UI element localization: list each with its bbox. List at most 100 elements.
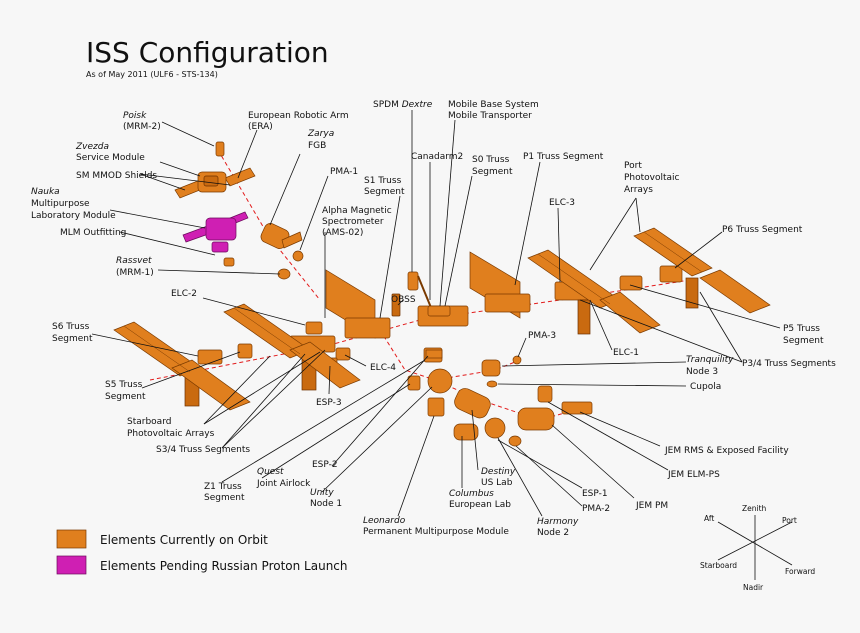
label-pma1: PMA-1	[330, 167, 358, 177]
axis-label-aft: Aft	[704, 514, 714, 523]
jem-pm	[517, 407, 555, 431]
zvezda-service-module	[174, 167, 256, 199]
label-port-2: Photovoltaic	[624, 173, 680, 183]
label-mlm-outfitting: MLM Outfitting	[60, 228, 126, 238]
label-zarya-sub: FGB	[308, 141, 326, 151]
label-smmod: SM MMOD Shields	[76, 171, 157, 181]
label-elc2: ELC-2	[171, 289, 197, 299]
label-jem-rms: JEM RMS & Exposed Facility	[664, 446, 789, 456]
label-esp2: ESP-2	[312, 460, 338, 470]
label-rassvet-sub: (MRM-1)	[116, 268, 154, 278]
axis-label-nadir: Nadir	[743, 583, 764, 592]
label-port-3: Arrays	[624, 185, 653, 195]
s5-truss-box	[237, 343, 253, 359]
label-esp1: ESP-1	[582, 489, 608, 499]
label-leonardo-name: Leonardo	[363, 516, 406, 526]
p1-truss-box	[484, 293, 531, 313]
label-columbus-name: Columbus	[449, 489, 494, 499]
label-cupola: Cupola	[690, 382, 721, 392]
label-nauka-1: Multipurpose	[31, 199, 90, 209]
label-unity-sub: Node 1	[310, 499, 342, 509]
label-ams-3: (AMS-02)	[322, 228, 363, 238]
mobile-base-system	[427, 305, 451, 317]
label-ams-2: Spectrometer	[322, 217, 384, 227]
legend-label-pending: Elements Pending Russian Proton Launch	[100, 559, 348, 573]
label-s1-2: Segment	[364, 187, 405, 197]
label-columbus-sub: European Lab	[449, 500, 511, 510]
jem-exposed-facility	[561, 401, 593, 415]
label-elc1: ELC-1	[613, 348, 639, 358]
label-p5-2: Segment	[783, 336, 824, 346]
label-era-1: European Robotic Arm	[248, 111, 349, 121]
label-esp3: ESP-3	[316, 398, 342, 408]
poisk-module	[215, 141, 225, 157]
label-port-1: Port	[624, 161, 642, 171]
label-rassvet-name: Rassvet	[116, 256, 152, 266]
label-zvezda-name: Zvezda	[75, 142, 109, 152]
label-z1-2: Segment	[204, 493, 245, 503]
cupola	[486, 380, 498, 388]
elc4-carrier	[335, 347, 351, 361]
columbus-lab	[453, 423, 479, 441]
label-obss: OBSS	[391, 295, 416, 305]
label-unity-name: Unity	[310, 488, 334, 498]
label-destiny-sub: US Lab	[481, 478, 513, 488]
label-pma3: PMA-3	[528, 331, 556, 341]
label-ams-1: Alpha Magnetic	[322, 206, 392, 216]
s1-truss-box	[344, 317, 391, 339]
label-s6-1: S6 Truss	[52, 322, 90, 332]
label-nauka-2: Laboratory Module	[31, 211, 116, 221]
pressurized-modules	[407, 347, 593, 447]
elc2-carrier	[305, 321, 323, 335]
label-pma2: PMA-2	[582, 504, 610, 514]
label-nauka-name: Nauka	[31, 187, 60, 197]
label-quest-sub: Joint Airlock	[256, 479, 311, 489]
label-quest-name: Quest	[257, 467, 284, 477]
p6-support	[685, 277, 699, 309]
label-zarya-name: Zarya	[307, 129, 334, 139]
quest-airlock	[407, 375, 421, 391]
label-starboard-2: Photovoltaic Arrays	[127, 429, 215, 439]
harmony-node2	[484, 417, 506, 439]
s6-truss-box	[197, 349, 223, 365]
label-harmony-name: Harmony	[537, 517, 579, 527]
legend-swatch-on-orbit	[56, 529, 87, 549]
label-leonardo-sub: Permanent Multipurpose Module	[363, 527, 509, 537]
label-tranquility-sub: Node 3	[686, 367, 718, 377]
p34-support	[577, 299, 591, 335]
orientation-axes: Zenith Aft Port Starboard Forward Nadir	[700, 504, 815, 592]
russian-segment	[174, 141, 304, 280]
dextre	[407, 271, 419, 291]
legend: Elements Currently on Orbit Elements Pen…	[56, 529, 348, 575]
label-s6-2: Segment	[52, 334, 93, 344]
diagram-title: ISS Configuration	[86, 36, 329, 69]
leader-lines	[91, 110, 781, 517]
label-tranquility-name: Tranquility	[686, 355, 734, 365]
label-s1-1: S1 Truss	[364, 176, 402, 186]
pma1-adapter	[292, 250, 304, 262]
obss-boom	[391, 293, 401, 317]
label-s5-1: S5 Truss	[105, 380, 143, 390]
tranquility-node3	[481, 359, 501, 377]
unity-node1	[427, 368, 453, 394]
label-z1-1: Z1 Truss	[204, 482, 242, 492]
label-poisk-name: Poisk	[123, 111, 147, 121]
label-s0-1: S0 Truss	[472, 155, 510, 165]
axis-label-port: Port	[782, 516, 797, 525]
label-p1: P1 Truss Segment	[523, 152, 604, 162]
label-mbs-1: Mobile Base System	[448, 100, 539, 110]
destiny-us-lab	[454, 388, 491, 419]
label-destiny-name: Destiny	[481, 467, 516, 477]
jem-elm-ps	[537, 385, 553, 403]
label-era-2: (ERA)	[248, 122, 273, 132]
nauka-module	[182, 211, 249, 253]
robotics-group	[391, 271, 451, 317]
label-canadarm2: Canadarm2	[411, 152, 463, 162]
legend-swatch-pending	[56, 555, 87, 575]
labels: Poisk (MRM-2) European Robotic Arm (ERA)…	[31, 100, 836, 538]
label-spdm: SPDM Dextre	[373, 100, 433, 110]
photovoltaic-arrays	[113, 227, 771, 411]
canadarm2	[417, 275, 433, 311]
axis-label-zenith: Zenith	[742, 504, 767, 513]
